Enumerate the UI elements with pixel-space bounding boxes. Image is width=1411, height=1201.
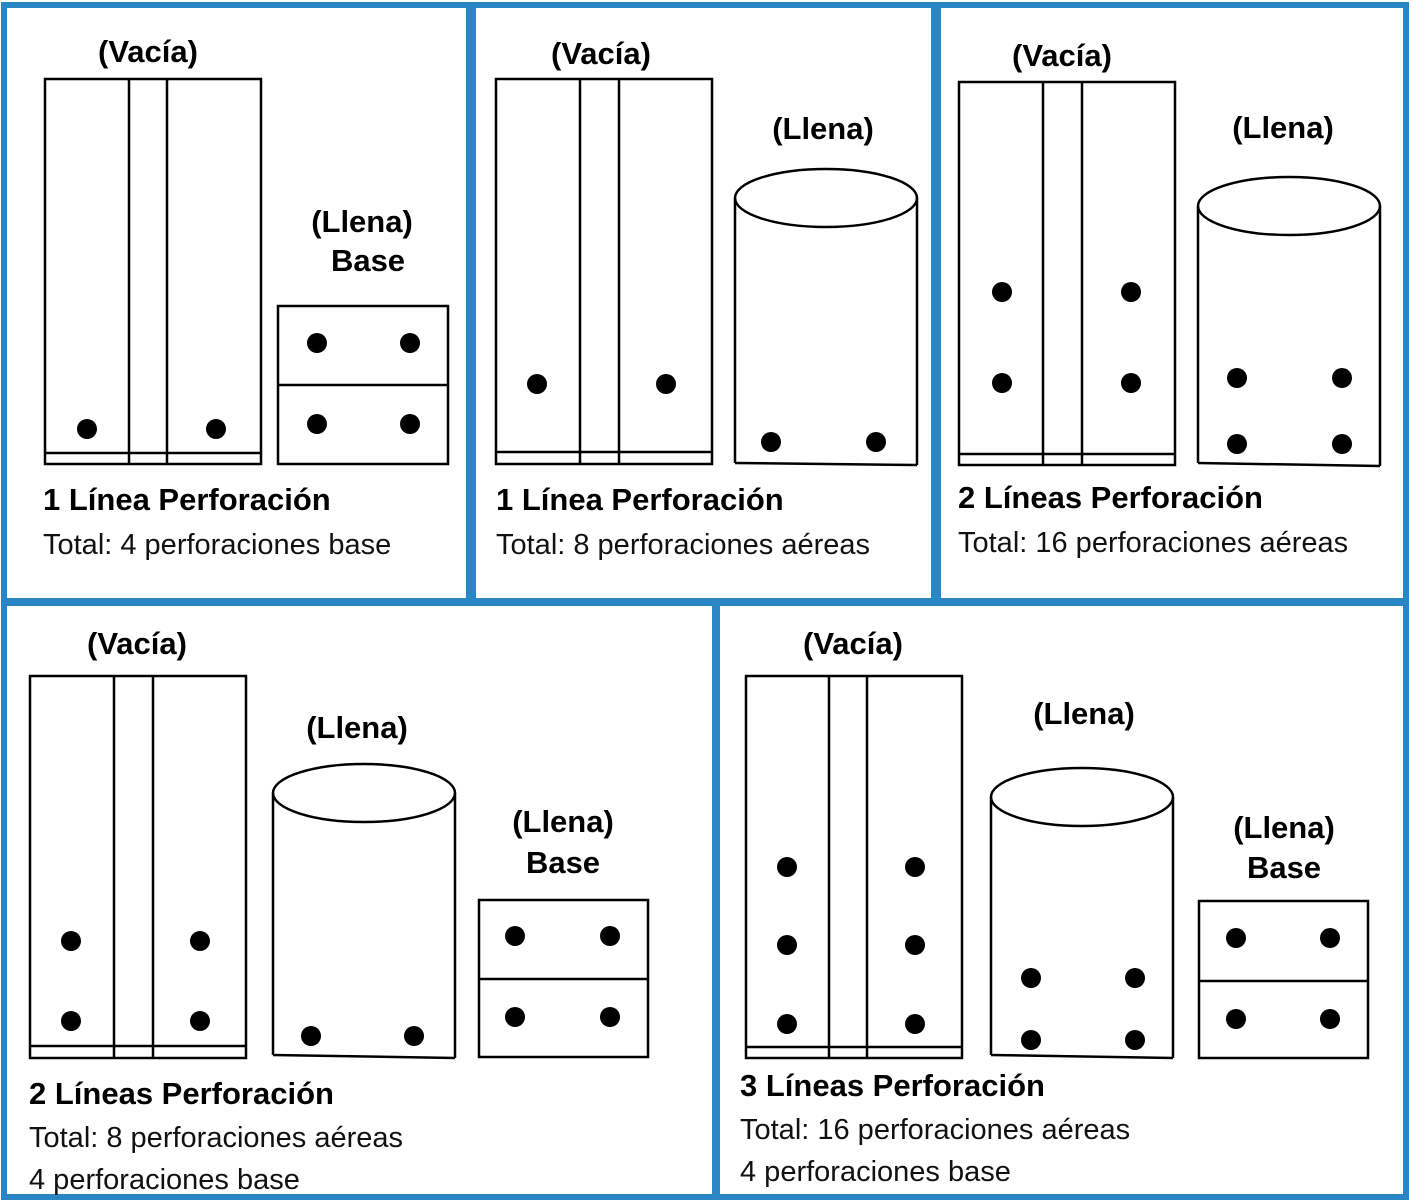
panel-3: (Vacía) (Llena) 2 Líneas Perforación Tot… [957,38,1382,559]
perforation-dot [1125,968,1145,988]
perforation-dot [61,1011,81,1031]
perforation-dot [307,333,327,353]
empty-bag-label: (Vacía) [98,34,198,69]
panel-5: (Vacía) (Llena) (Llena) Base [740,626,1370,1188]
perforation-dot [77,419,97,439]
full-cylinder [1196,175,1382,468]
panel-total-line-2: 4 perforaciones base [29,1164,300,1196]
perforation-dot [905,857,925,877]
perforation-dot [505,1007,525,1027]
perforation-dot [1320,928,1340,948]
perforation-dot [190,1011,210,1031]
empty-bag [957,80,1177,467]
perforation-dot [1227,368,1247,388]
panel-total-line-2: 4 perforaciones base [740,1156,1011,1188]
perforation-dot [307,414,327,434]
panel-1: (Vacía) (Llena) Base 1 Línea Perforación… [43,34,450,561]
full-bag-label: (Llena) [1232,110,1334,145]
perforation-dot [400,333,420,353]
perforation-dot [527,374,547,394]
panel-title: 2 Líneas Perforación [958,480,1263,515]
perforation-dot [1227,434,1247,454]
empty-bag [43,77,263,466]
full-bag-label: (Llena) [311,204,413,239]
panel-total: Total: 8 perforaciones aéreas [496,529,870,561]
perforation-dot [1125,1030,1145,1050]
empty-bag-label: (Vacía) [1012,38,1112,73]
full-cylinder-label: (Llena) [306,710,408,745]
empty-bag-label: (Vacía) [551,36,651,71]
perforation-dot [301,1026,321,1046]
panel-total: Total: 16 perforaciones aéreas [740,1114,1130,1146]
base-label: Base [331,243,405,278]
perforation-dot [656,374,676,394]
perforation-dot [600,1007,620,1027]
perforation-dot [777,857,797,877]
empty-bag [494,77,714,466]
perforation-dot [404,1026,424,1046]
perforation-dot [1226,928,1246,948]
full-base-label: (Llena) [512,804,614,839]
panel-total: Total: 4 perforaciones base [43,529,391,561]
perforation-dot [1121,282,1141,302]
perforation-dot [1226,1009,1246,1029]
perforation-dot [505,926,525,946]
panel-2: (Vacía) (Llena) 1 Línea Perforación Tota… [494,36,919,561]
perforation-dot [761,432,781,452]
perforation-dot [992,373,1012,393]
base-label: Base [526,845,600,880]
perforation-dot [1021,1030,1041,1050]
full-cylinder [989,766,1175,1060]
perforation-dot [777,935,797,955]
perforation-dot [600,926,620,946]
perforation-dot [777,1014,797,1034]
base-view [1197,899,1370,1060]
perforation-dot [1332,434,1352,454]
empty-bag [28,674,248,1060]
perforation-dot [206,419,226,439]
perforation-dot [400,414,420,434]
perforation-dot [1320,1009,1340,1029]
panel-title: 3 Líneas Perforación [740,1068,1045,1103]
panel-title: 2 Líneas Perforación [29,1076,334,1111]
full-base-label: (Llena) [1233,810,1335,845]
panel-4: (Vacía) (Llena) (Llena) Base [28,626,650,1196]
panel-title: 1 Línea Perforación [43,482,331,517]
perforation-dot [61,931,81,951]
perforation-dot [905,1014,925,1034]
full-cylinder [733,167,919,467]
panel-5-frame [714,600,1409,1200]
base-view [477,898,650,1059]
perforation-dot [992,282,1012,302]
full-cylinder [271,762,457,1060]
perforation-dot [190,931,210,951]
perforation-dot [1121,373,1141,393]
full-cylinder-label: (Llena) [1033,696,1135,731]
empty-bag-label: (Vacía) [803,626,903,661]
base-view [276,304,450,466]
perforation-dot [1332,368,1352,388]
full-bag-label: (Llena) [772,111,874,146]
empty-bag-label: (Vacía) [87,626,187,661]
panel-total: Total: 8 perforaciones aéreas [29,1122,403,1154]
base-label: Base [1247,850,1321,885]
perforation-dot [866,432,886,452]
perforation-dot [905,935,925,955]
empty-bag [744,674,964,1060]
perforation-dot [1021,968,1041,988]
panel-title: 1 Línea Perforación [496,482,784,517]
panel-total: Total: 16 perforaciones aéreas [958,527,1348,559]
